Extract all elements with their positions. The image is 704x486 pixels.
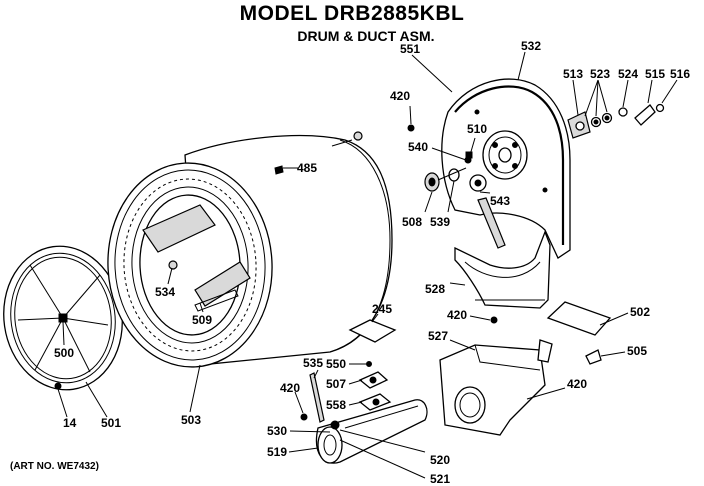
exhaust-duct-housing xyxy=(439,339,553,436)
part-label-530: 530 xyxy=(267,424,287,438)
part-label-420: 420 xyxy=(280,381,300,395)
sensor-535 xyxy=(309,372,325,423)
part-label-524: 524 xyxy=(618,67,638,81)
part-label-513: 513 xyxy=(563,67,583,81)
thermostats xyxy=(358,361,392,411)
part-label-14: 14 xyxy=(63,416,77,430)
heater-housing xyxy=(315,399,428,464)
part-label-508: 508 xyxy=(402,215,422,229)
plate-245 xyxy=(348,319,397,343)
part-label-534: 534 xyxy=(155,285,175,299)
part-label-551: 551 xyxy=(400,42,420,56)
rear-bulkhead xyxy=(441,78,571,259)
part-label-503: 503 xyxy=(181,413,201,427)
part-label-507: 507 xyxy=(326,377,346,391)
part-label-543: 543 xyxy=(490,194,510,208)
part-label-539: 539 xyxy=(430,215,450,229)
part-label-532: 532 xyxy=(521,39,541,53)
part-label-510: 510 xyxy=(467,122,487,136)
screw-420-b xyxy=(490,316,498,324)
lint-duct-chute xyxy=(454,230,551,309)
screw-420-c xyxy=(300,413,308,421)
part-label-519: 519 xyxy=(267,445,287,459)
part-label-540: 540 xyxy=(408,140,428,154)
part-label-509: 509 xyxy=(192,313,212,327)
part-label-485: 485 xyxy=(297,161,317,175)
idler-support-arm xyxy=(469,174,506,249)
part-label-500: 500 xyxy=(54,346,74,360)
page-subtitle: DRUM & DUCT ASM. xyxy=(297,28,435,44)
part-label-535: 535 xyxy=(303,356,323,370)
part-label-516: 516 xyxy=(670,67,690,81)
part-label-245: 245 xyxy=(372,302,392,316)
part-label-520: 520 xyxy=(430,453,450,467)
part-label-505: 505 xyxy=(627,344,647,358)
part-label-420: 420 xyxy=(447,308,467,322)
part-label-523: 523 xyxy=(590,67,610,81)
part-label-420: 420 xyxy=(390,89,410,103)
drum-roller xyxy=(424,156,472,192)
door-gasket-ring xyxy=(3,245,123,391)
art-number: (ART NO. WE7432) xyxy=(10,461,99,472)
part-label-527: 527 xyxy=(428,329,448,343)
part-label-528: 528 xyxy=(425,282,445,296)
part-label-550: 550 xyxy=(326,357,346,371)
screw-420-a xyxy=(407,124,415,132)
page-title: MODEL DRB2885KBL xyxy=(239,2,465,25)
part-label-420: 420 xyxy=(567,377,587,391)
part-label-521: 521 xyxy=(430,472,450,486)
motor-bracket-hardware xyxy=(567,103,665,139)
part-label-558: 558 xyxy=(326,398,346,412)
part-label-501: 501 xyxy=(101,416,121,430)
leader-lines xyxy=(57,51,678,479)
drum xyxy=(107,131,393,368)
part-label-502: 502 xyxy=(630,305,650,319)
part-label-515: 515 xyxy=(645,67,665,81)
part-505 xyxy=(585,349,602,365)
bracket-502 xyxy=(546,301,612,336)
